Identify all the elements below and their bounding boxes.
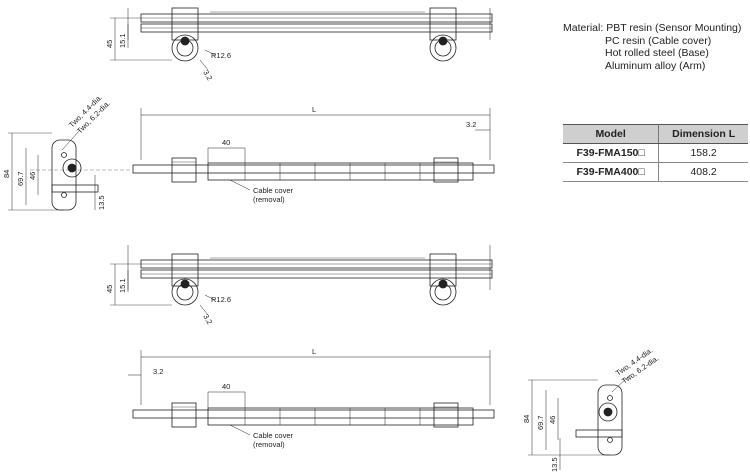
row-model: F39-FMA400□ bbox=[563, 162, 660, 182]
dim-45-top-2: 45 bbox=[105, 285, 114, 293]
dim-r12-6-top-2: R12.6 bbox=[211, 295, 231, 304]
dim-L-front: L bbox=[312, 105, 316, 114]
row-model: F39-FMA150□ bbox=[563, 143, 660, 163]
cable-cover-front-2: (removal) bbox=[253, 195, 285, 204]
dim-3-2-front: 3.2 bbox=[466, 120, 476, 129]
material-line-1: PBT resin (Sensor Mounting) bbox=[606, 22, 742, 34]
top-view-2 bbox=[110, 245, 493, 316]
table-row: F39-FMA400□ 408.2 bbox=[563, 162, 748, 182]
cable-cover-front-1: Cable cover bbox=[253, 186, 294, 195]
dim-3-2-top: 3.2 bbox=[201, 69, 214, 83]
dimension-labels: 45 15.1 R12.6 3.2 L 3.2 40 Cable cover (… bbox=[2, 33, 660, 472]
dim-L-front-2: L bbox=[312, 347, 316, 356]
column-header-model: Model bbox=[563, 124, 660, 144]
top-view-1 bbox=[110, 7, 493, 71]
dim-15-1-top: 15.1 bbox=[118, 33, 127, 48]
dim-r12-6-top: R12.6 bbox=[211, 51, 231, 60]
table-row: F39-FMA150□ 158.2 bbox=[563, 143, 748, 163]
dim-84-left: 84 bbox=[2, 170, 11, 178]
material-line-2: PC resin (Cable cover) bbox=[605, 34, 712, 47]
material-line-3: Hot rolled steel (Base) bbox=[605, 47, 709, 59]
dim-69-7-left: 69.7 bbox=[16, 171, 25, 186]
side-view-2 bbox=[528, 374, 631, 470]
row-dimension: 158.2 bbox=[658, 143, 748, 163]
dim-15-1-top-2: 15.1 bbox=[118, 278, 127, 293]
dim-3-2-top-2: 3.2 bbox=[201, 313, 214, 327]
dim-3-2-front-2: 3.2 bbox=[153, 367, 163, 376]
dim-13-5-left: 13.5 bbox=[97, 195, 106, 210]
dim-13-5-right: 13.5 bbox=[550, 457, 559, 472]
dim-46-right: 46 bbox=[548, 416, 557, 424]
front-view-2 bbox=[128, 350, 495, 436]
row-dimension: 408.2 bbox=[658, 162, 748, 182]
dim-45-top: 45 bbox=[105, 40, 114, 48]
dim-40-front-2: 40 bbox=[222, 382, 230, 391]
dim-84-right: 84 bbox=[522, 415, 531, 423]
dim-40-front: 40 bbox=[222, 138, 230, 147]
dim-69-7-right: 69.7 bbox=[536, 415, 545, 430]
material-label: Material: bbox=[563, 22, 604, 34]
dimension-table: Model Dimension L F39-FMA150□ 158.2 F39-… bbox=[563, 124, 748, 182]
front-view-1 bbox=[30, 108, 495, 191]
cable-cover-front-2-2: (removal) bbox=[253, 440, 285, 449]
side-view-1 bbox=[8, 129, 99, 211]
table-header-row: Model Dimension L bbox=[563, 124, 748, 144]
cable-cover-front-2-1: Cable cover bbox=[253, 431, 294, 440]
material-line-4: Aluminum alloy (Arm) bbox=[605, 59, 706, 72]
material-note: Material: PBT resin (Sensor Mounting) PC… bbox=[563, 22, 741, 72]
dim-46-left: 46 bbox=[28, 172, 37, 180]
column-header-dimension: Dimension L bbox=[658, 124, 748, 144]
